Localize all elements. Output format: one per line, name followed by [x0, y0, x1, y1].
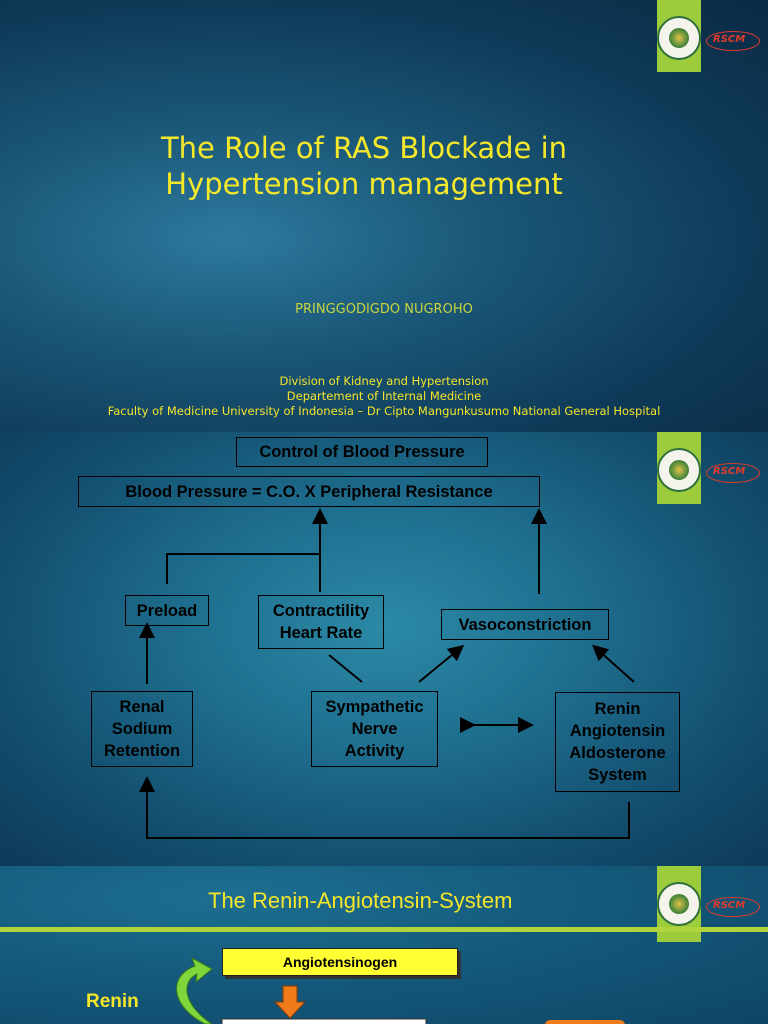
rscm-logo-ring: [706, 897, 760, 917]
rscm-logo-text: RSCM: [713, 900, 746, 911]
system-label: System: [588, 766, 647, 784]
ras-arrows: [176, 956, 625, 1024]
title-underline: [0, 927, 768, 932]
rscm-logo-text: RSCM: [713, 34, 746, 45]
rscm-logo-text: RSCM: [713, 466, 746, 477]
contractility-label: Contractility: [272, 602, 370, 620]
presentation-title: The Role of RAS Blockade in Hypertension…: [0, 130, 728, 202]
institution-block: Division of Kidney and Hypertension Depa…: [0, 374, 768, 419]
university-seal-icon: [657, 882, 701, 926]
angiotensinogen-box: Angiotensinogen: [222, 948, 458, 976]
institution-department: Departement of Internal Medicine: [286, 389, 482, 403]
aldosterone-label: Aldosterone: [569, 744, 666, 762]
equation-box: Blood Pressure = C.O. X Peripheral Resis…: [78, 476, 540, 507]
preload-box: Preload: [125, 595, 209, 626]
nerve-label: Nerve: [351, 720, 398, 738]
retention-label: Retention: [103, 742, 181, 760]
institution-division: Division of Kidney and Hypertension: [279, 374, 489, 388]
sodium-label: Sodium: [111, 720, 173, 738]
renin-label: Renin: [594, 700, 641, 718]
renin-label: Renin: [86, 991, 139, 1012]
institution-faculty: Faculty of Medicine University of Indone…: [107, 404, 661, 418]
sympathetic-nerve-box: Sympathetic Nerve Activity: [311, 691, 438, 767]
university-seal-icon: [657, 448, 701, 492]
activity-label: Activity: [344, 742, 405, 760]
author-name: PRINGGODIGDO NUGROHO: [295, 302, 473, 317]
heart-rate-label: Heart Rate: [279, 624, 363, 642]
raas-box: Renin Angiotensin Aldosterone System: [555, 692, 680, 792]
contractility-box: Contractility Heart Rate: [258, 595, 384, 649]
title-line-1: The Role of RAS Blockade in: [160, 131, 568, 165]
rscm-logo-ring: [706, 463, 760, 483]
title-line-2: Hypertension management: [165, 167, 563, 201]
angiotensin-label: Angiotensin: [569, 722, 666, 740]
curved-arrow-icon: [176, 956, 213, 1024]
ras-slide: RSCM The Renin-Angiotensin-System Angiot…: [0, 866, 768, 1024]
logo-panel: [657, 0, 701, 72]
ras-slide-title: The Renin-Angiotensin-System: [208, 888, 513, 913]
down-arrow-icon: [273, 985, 307, 1019]
sympathetic-label: Sympathetic: [325, 698, 424, 716]
logo-panel: [657, 432, 701, 504]
renal-label: Renal: [119, 698, 165, 716]
flow-arrows: [139, 508, 635, 839]
university-seal-icon: [657, 16, 701, 60]
title-slide: RSCM The Role of RAS Blockade in Hyperte…: [0, 0, 768, 432]
renal-sodium-retention-box: Renal Sodium Retention: [91, 691, 193, 767]
rscm-logo-ring: [706, 31, 760, 51]
vasoconstriction-box: Vasoconstriction: [441, 609, 609, 640]
blood-pressure-slide: RSCM Control of Blood: [0, 432, 768, 866]
heading-control-of-blood-pressure: Control of Blood Pressure: [236, 437, 488, 467]
